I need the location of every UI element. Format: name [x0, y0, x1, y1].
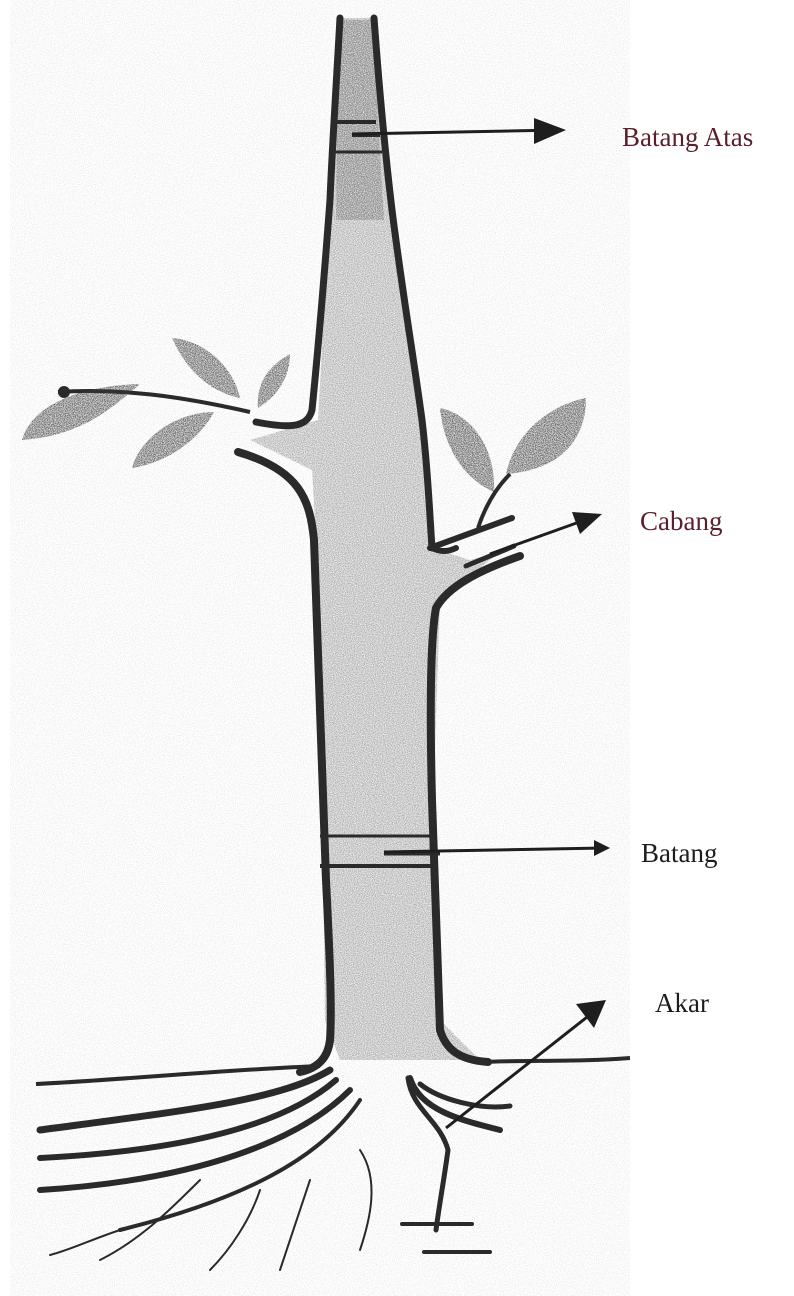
label-cabang: Cabang [640, 508, 722, 535]
label-akar: Akar [655, 990, 709, 1017]
label-batang-atas: Batang Atas [622, 124, 753, 151]
label-batang: Batang [641, 840, 717, 867]
